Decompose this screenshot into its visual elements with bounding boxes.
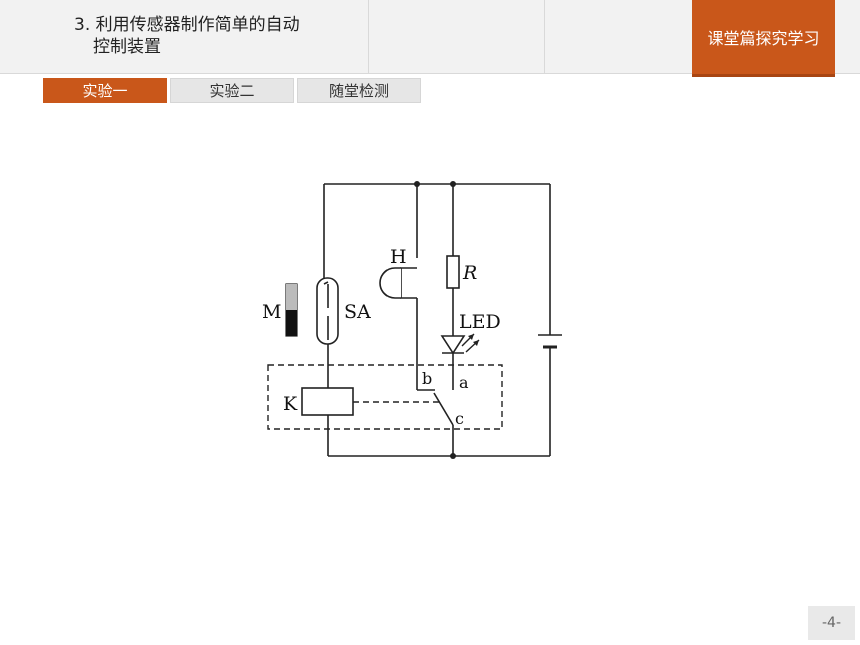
label-h: H	[390, 246, 407, 268]
switch-blade	[433, 392, 454, 426]
tab-quiz[interactable]: 随堂检测	[297, 78, 421, 103]
magnet-north	[286, 284, 297, 310]
relay-enclosure	[267, 364, 503, 430]
page-title-line2: 控制装置	[93, 37, 161, 57]
resistor-icon	[446, 255, 460, 289]
buzzer-body	[400, 267, 417, 299]
section-tab-label: 课堂篇探究学习	[707, 29, 820, 48]
label-m: M	[262, 301, 281, 323]
junction-dot	[414, 181, 420, 187]
label-c: c	[455, 409, 464, 428]
label-b: b	[422, 369, 432, 388]
label-k: K	[283, 393, 298, 415]
section-tab-shadow	[692, 74, 835, 77]
led-icon	[440, 335, 466, 355]
label-led: LED	[459, 311, 501, 333]
led-arrow-1	[468, 334, 474, 340]
junction-dot	[450, 181, 456, 187]
header-bar: 3. 利用传感器制作简单的自动 控制装置 课堂篇探究学习	[0, 0, 860, 77]
label-r: R	[462, 262, 477, 284]
page-number: -4-	[808, 606, 855, 640]
buzzer-bell	[379, 267, 401, 299]
magnet-south	[286, 310, 297, 336]
section-tab[interactable]: 课堂篇探究学习	[692, 0, 835, 77]
label-sa: SA	[344, 301, 371, 323]
page-title-line1: 3. 利用传感器制作简单的自动	[74, 15, 300, 35]
reed-lead	[323, 281, 329, 285]
page-title: 3. 利用传感器制作简单的自动 控制装置	[74, 14, 364, 58]
header-cell-title	[0, 0, 369, 73]
junction-dot	[450, 453, 456, 459]
label-a: a	[459, 373, 469, 392]
led-arrow-2	[473, 340, 479, 346]
header-cell-blank-1	[368, 0, 545, 73]
tab-experiment-1[interactable]: 实验一	[43, 78, 167, 103]
reed-switch-icon	[316, 277, 339, 345]
tab-experiment-2[interactable]: 实验二	[170, 78, 294, 103]
relay-coil-icon	[301, 387, 354, 416]
